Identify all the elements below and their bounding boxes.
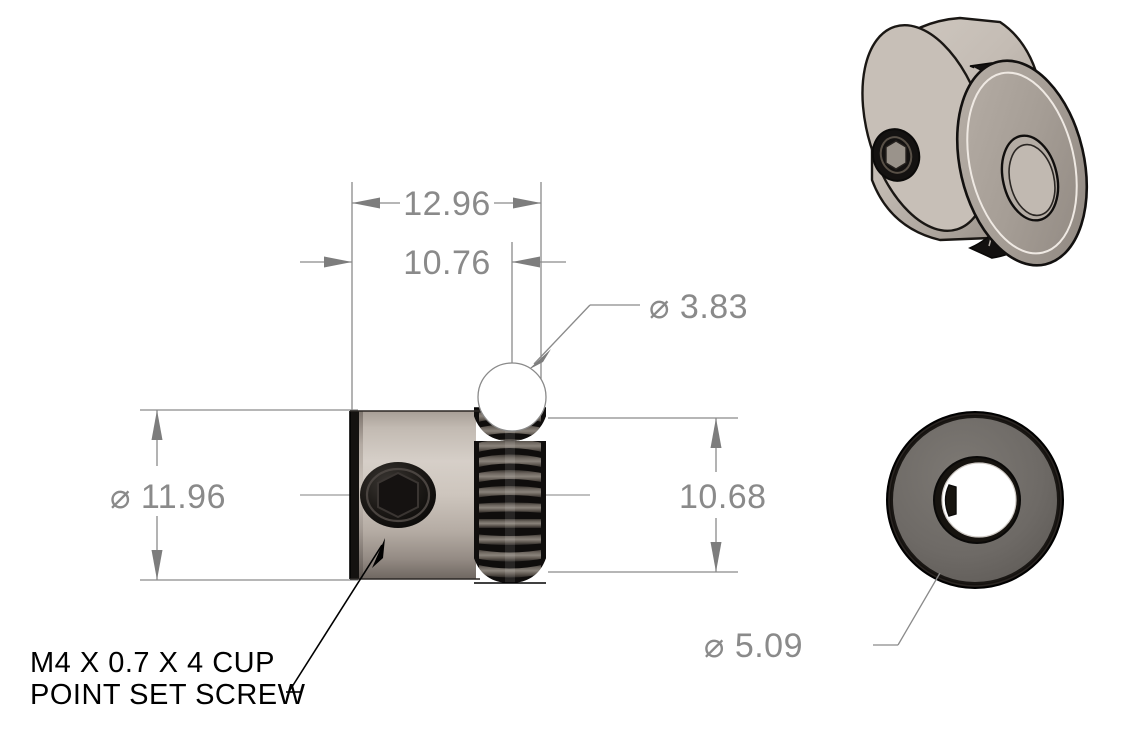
tooth-band [474, 502, 546, 513]
iso-set-screw-hex [885, 140, 907, 170]
tooth-band [474, 470, 546, 483]
set-screw-ring [365, 467, 431, 523]
leader-slant-5-09 [897, 572, 941, 646]
dimension-value-overall-width: 12.96 [403, 185, 491, 223]
dimension-overall-width: 12.96 [351, 182, 542, 412]
dimension-value-tooth-diameter: 10.68 [679, 478, 767, 516]
dimension-tooth-diameter: 10.68 [548, 417, 767, 573]
through-hole-circle [477, 362, 547, 432]
tooth-band [474, 534, 546, 545]
end-view-set-screw-hole [944, 484, 957, 517]
tooth-band [474, 519, 546, 528]
dimension-value-outside-diameter: ⌀ 11.96 [110, 478, 226, 516]
arrowhead-left-12-96 [352, 197, 380, 209]
tooth-band [474, 454, 546, 468]
dimension-outside-diameter: ⌀ 11.96 [110, 409, 358, 581]
note-line-2: POINT SET SCREW [30, 679, 306, 711]
dimension-value-hub-width: 10.76 [403, 244, 491, 282]
note-line-1: M4 X 0.7 X 4 CUP [30, 647, 275, 679]
isometric-view [861, 16, 1089, 267]
tooth-band [474, 486, 546, 498]
end-view-rim-highlight [888, 413, 1062, 587]
arrowhead-bottom-10-68 [710, 542, 722, 572]
iso-right-flange-inner-edge [966, 71, 1078, 255]
dimension-value-bore-diameter: ⌀ 5.09 [704, 627, 803, 665]
arrowhead-set-screw-note [372, 538, 385, 568]
tooth-band [474, 439, 546, 453]
front-view [289, 352, 590, 691]
iso-set-screw [871, 128, 921, 182]
arrowhead-top-10-68 [710, 418, 722, 448]
arrowhead-left-10-76 [324, 256, 352, 268]
set-screw-hex-socket [377, 471, 419, 519]
end-view-bore [941, 462, 1017, 538]
leader-set-screw-note [289, 544, 383, 691]
tooth-rail-left [474, 408, 479, 583]
arrowhead-bottom-11-96 [151, 550, 163, 580]
note-set-screw: M4 X 0.7 X 4 CUP POINT SET SCREW [30, 647, 306, 711]
iso-bore-inner [1008, 143, 1056, 217]
tooth-band [474, 564, 546, 578]
dimension-value-hole-diameter: ⌀ 3.83 [649, 288, 748, 326]
tooth-highlight [505, 408, 515, 583]
iso-set-screw-ring [879, 136, 913, 174]
arrowhead-right-12-96 [513, 197, 541, 209]
tooth-rail-right [541, 408, 546, 583]
flange-edge-outer [350, 411, 359, 579]
tooth-band [474, 549, 546, 562]
set-screw [360, 462, 436, 528]
dimension-set-screw-hole: ⌀ 3.83 [528, 288, 748, 370]
end-view: ⌀ 5.09 [704, 411, 1064, 665]
leader-slant-3-83 [533, 304, 591, 365]
arrowhead-right-10-76 [512, 256, 540, 268]
arrowhead-3-83 [528, 349, 551, 370]
arrowhead-top-11-96 [151, 410, 163, 440]
dimension-hub-width: 10.76 [300, 242, 566, 400]
